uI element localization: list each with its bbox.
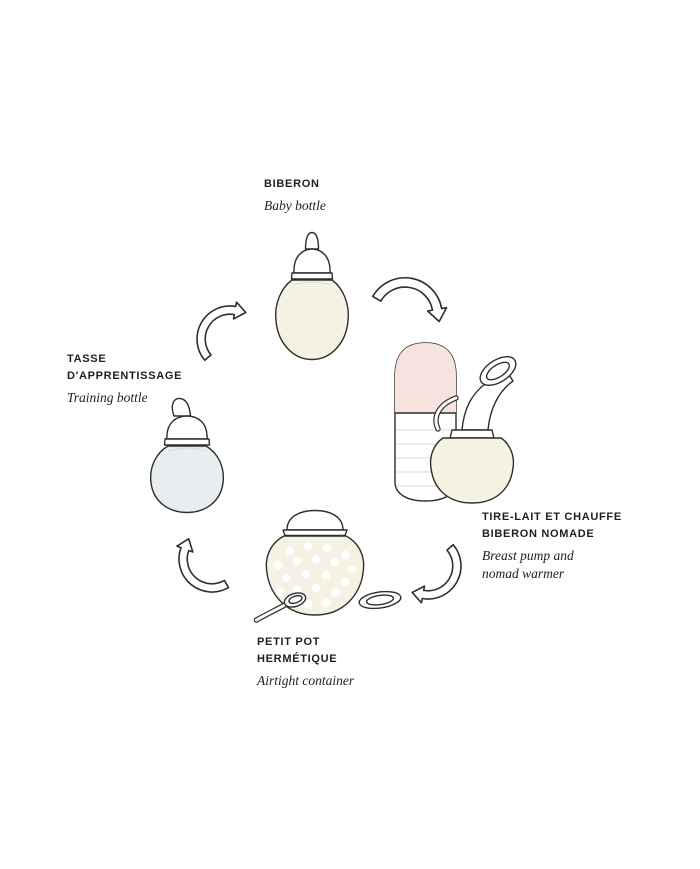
pump-handle	[434, 396, 458, 431]
bottle-cap	[292, 248, 332, 274]
pump-flange-opening	[479, 356, 517, 386]
spoon-handle	[255, 602, 288, 622]
breast-pump-title-line2: BIBERON NOMADE	[482, 528, 595, 540]
breast-pump-title-line1: TIRE-LAIT ET CHAUFFE	[482, 511, 622, 523]
label-baby-bottle: BIBERON Baby bottle	[264, 176, 326, 215]
label-training-bottle: TASSE D'APPRENTISSAGE Training bottle	[67, 351, 182, 407]
baby-bottle-subtitle: Baby bottle	[264, 198, 326, 213]
cycle-arrow-bottom-right-icon	[348, 486, 508, 646]
breast-pump-subtitle-line2: nomad warmer	[482, 566, 565, 581]
cup-shoulder-line	[168, 447, 206, 452]
baby-bottle-title: BIBERON	[264, 178, 320, 190]
baby-bottle-icon	[274, 231, 350, 361]
bottle-collar	[290, 272, 334, 280]
cycle-arrow-bottom-left-icon	[132, 479, 292, 639]
bottle-shoulder-line	[292, 281, 332, 286]
pump-bottle-body	[429, 437, 515, 504]
pump-flange-inner-ring	[485, 361, 511, 381]
loose-lid-inner	[365, 594, 395, 606]
breast-pump-subtitle-line1: Breast pump and	[482, 548, 574, 563]
cup-collar	[163, 438, 211, 446]
container-title-line1: PETIT POT	[257, 636, 321, 648]
label-breast-pump: TIRE-LAIT ET CHAUFFE BIBERON NOMADE Brea…	[482, 509, 622, 583]
airtight-container-icon	[253, 509, 402, 623]
cup-spout	[171, 397, 192, 417]
pump-collar	[449, 429, 495, 439]
breast-pump-warmer-icon	[394, 342, 517, 504]
container-lid-rim	[282, 529, 348, 537]
loose-lid	[358, 590, 402, 610]
bottle-teat	[304, 231, 320, 250]
spoon-bowl-inner	[288, 594, 303, 605]
cycle-arrow-top-left-icon	[150, 259, 310, 419]
cup-cap	[165, 415, 209, 440]
training-bottle-subtitle: Training bottle	[67, 390, 148, 405]
container-lid-dome	[286, 509, 344, 531]
container-title-line2: HERMÉTIQUE	[257, 653, 338, 665]
training-bottle-title-line2: D'APPRENTISSAGE	[67, 370, 183, 382]
training-bottle-icon	[149, 397, 225, 514]
container-dots-pattern	[273, 541, 357, 609]
cycle-arrow-top-right-icon	[325, 235, 485, 395]
bottle-body	[274, 279, 350, 361]
container-subtitle: Airtight container	[257, 673, 355, 688]
label-airtight-container: PETIT POT HERMÉTIQUE Airtight container	[257, 634, 354, 690]
cup-body	[149, 445, 225, 514]
training-bottle-title-line1: TASSE	[67, 353, 107, 365]
